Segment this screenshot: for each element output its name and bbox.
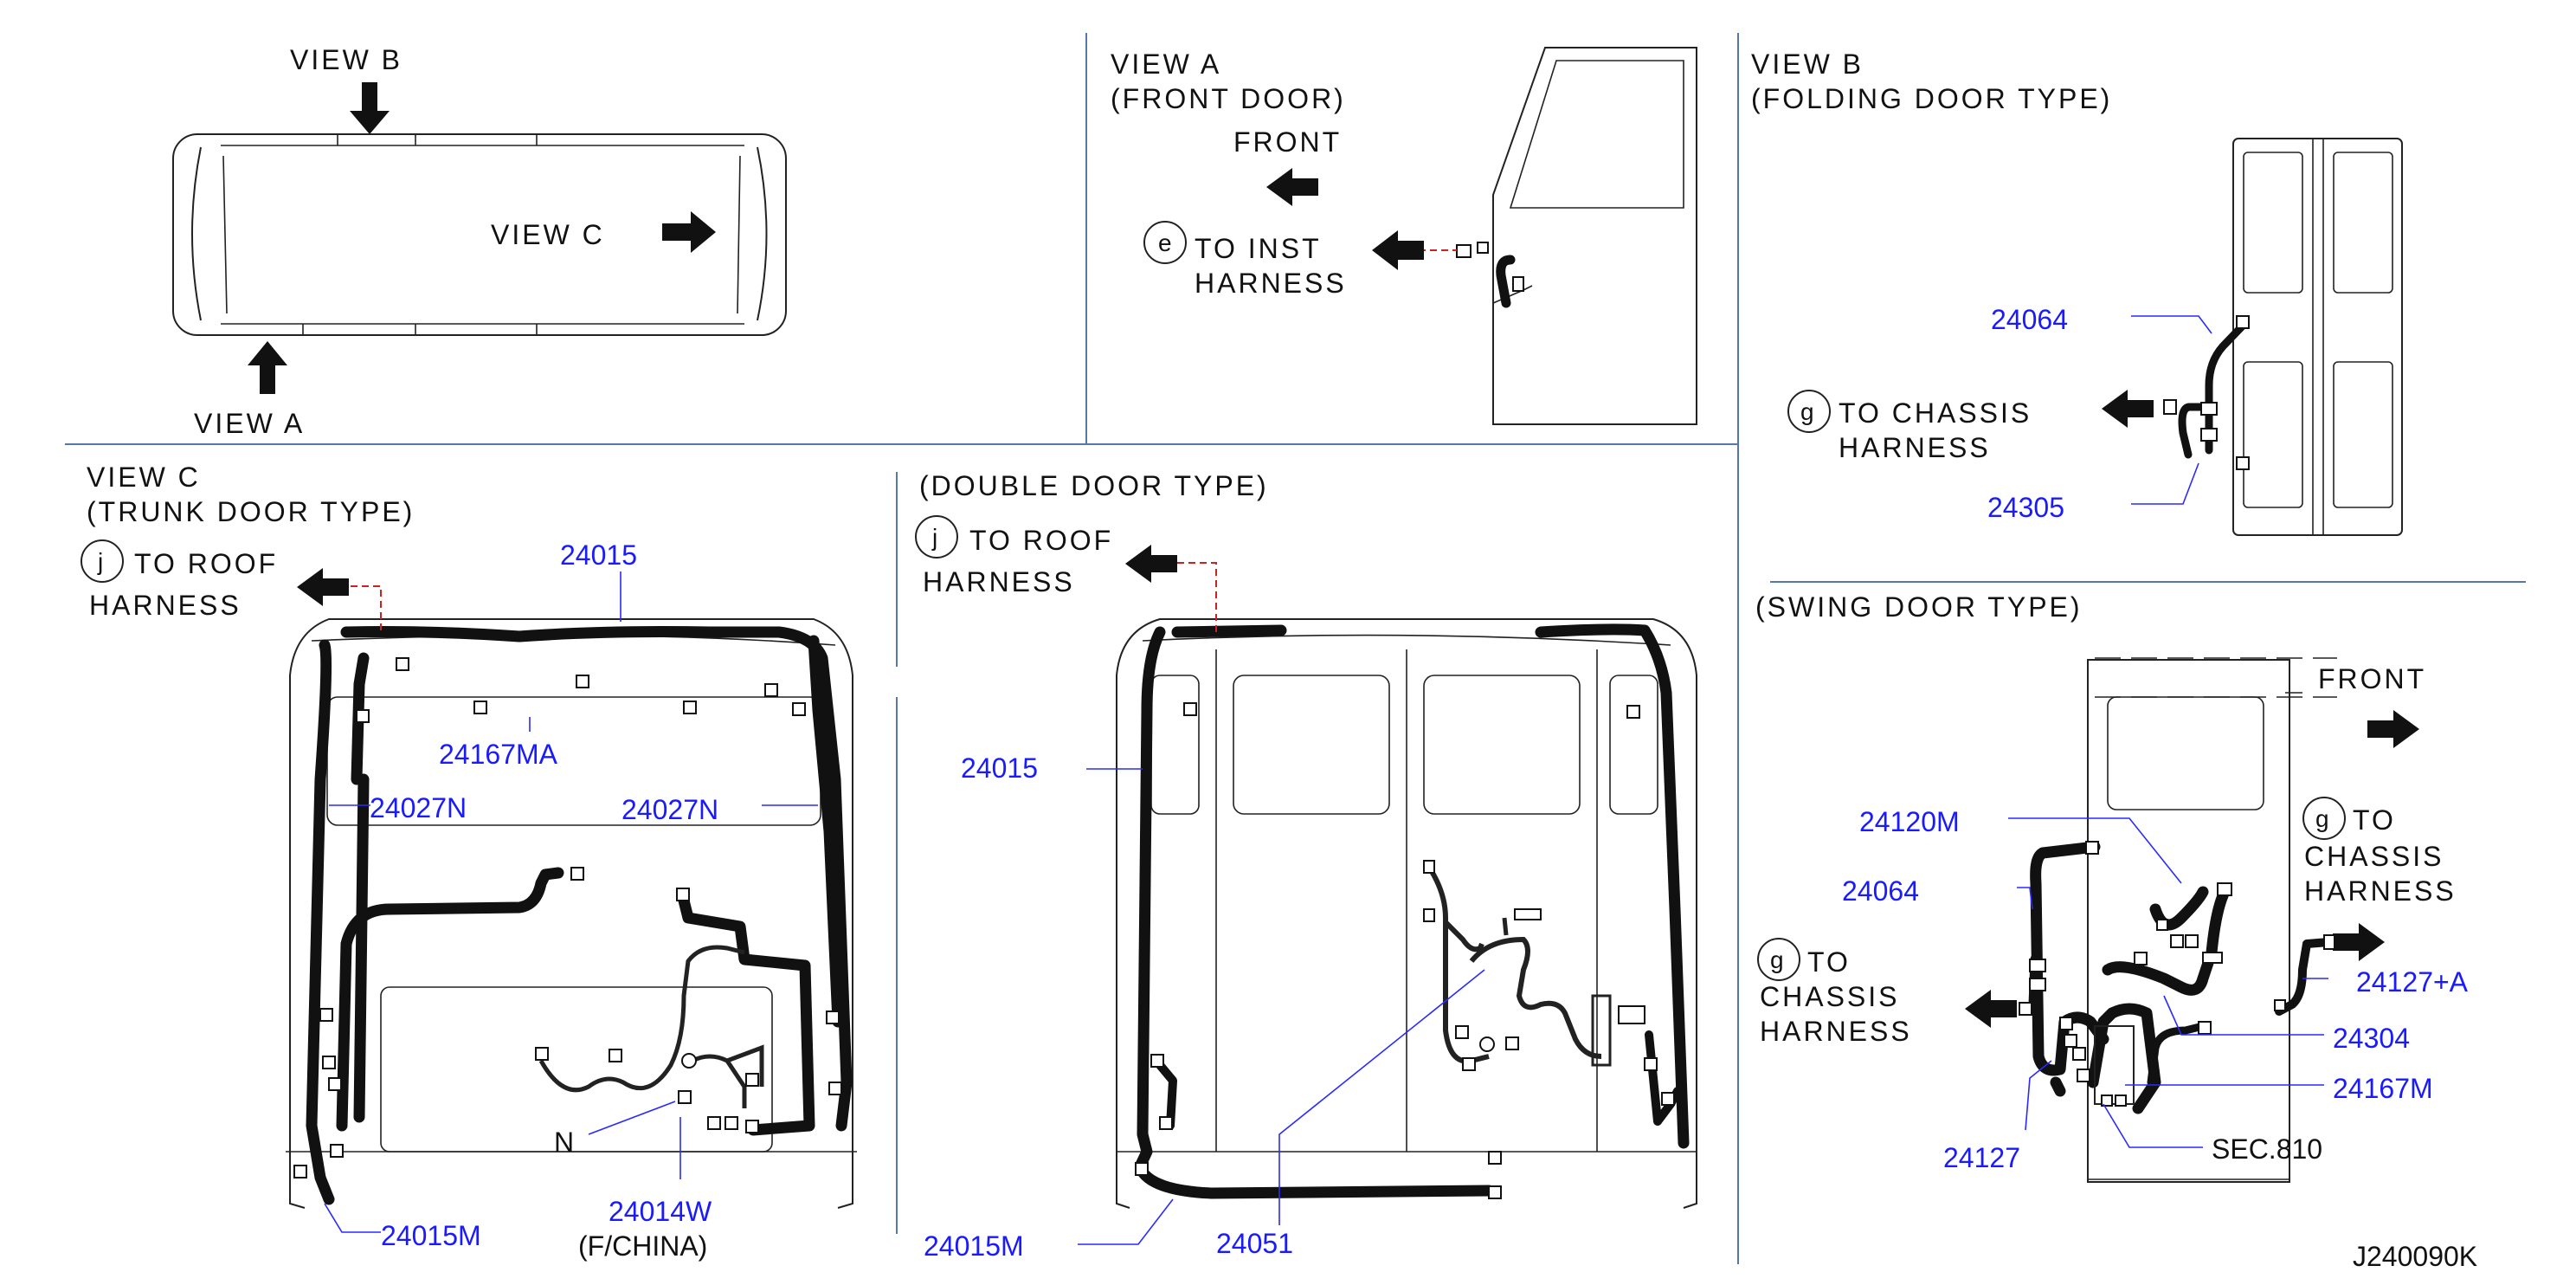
view-b-label: VIEW B bbox=[290, 44, 402, 75]
connector-g-letter-l: g bbox=[1770, 946, 1784, 973]
part-24120m: 24120M bbox=[1859, 806, 1960, 837]
part-24027n-right: 24027N bbox=[621, 794, 718, 825]
label-f-china: (F/CHINA) bbox=[578, 1230, 707, 1262]
front-label: FRONT bbox=[1233, 126, 1342, 158]
part-24304: 24304 bbox=[2333, 1023, 2410, 1054]
harness-label-l: HARNESS bbox=[1760, 1016, 1912, 1047]
swing-door-drawing bbox=[1965, 657, 2419, 1183]
vehicle-top-view bbox=[172, 82, 787, 394]
to-roof-arrow-double bbox=[1125, 545, 1177, 583]
double-door-title: (DOUBLE DOOR TYPE) bbox=[919, 470, 1269, 501]
to-roof-arrow-c bbox=[297, 568, 349, 606]
to-chassis-arrow-r bbox=[2333, 923, 2385, 961]
view-c-label: VIEW C bbox=[491, 219, 605, 250]
double-door-drawing bbox=[1078, 545, 1697, 1245]
view-b-subtitle: (FOLDING DOOR TYPE) bbox=[1751, 83, 2112, 114]
view-a-subtitle: (FRONT DOOR) bbox=[1111, 83, 1346, 114]
swing-door-title: (SWING DOOR TYPE) bbox=[1755, 591, 2083, 623]
connector-g-letter-r: g bbox=[2315, 805, 2329, 832]
front-label-swing: FRONT bbox=[2318, 663, 2426, 694]
view-b-title: VIEW B bbox=[1751, 48, 1864, 80]
part-24167m: 24167M bbox=[2333, 1073, 2433, 1104]
view-a-title: VIEW A bbox=[1111, 48, 1221, 80]
part-24127: 24127 bbox=[1943, 1142, 2020, 1173]
to-roof-harness-double: HARNESS bbox=[923, 566, 1075, 597]
front-door-drawing bbox=[1266, 47, 1697, 425]
chassis-label-l: CHASSIS bbox=[1760, 981, 1899, 1012]
connector-g-circle-l bbox=[1757, 938, 1800, 981]
to-inst-label: TO INST bbox=[1195, 233, 1322, 264]
label-sec-810: SEC.810 bbox=[2212, 1133, 2322, 1165]
trunk-door-drawing bbox=[286, 568, 857, 1233]
to-roof-harness-c: HARNESS bbox=[89, 590, 242, 621]
to-label-r: TO bbox=[2353, 804, 2396, 836]
connector-g-circle-r bbox=[2302, 797, 2346, 840]
chassis-label-r: CHASSIS bbox=[2304, 841, 2444, 872]
connector-g-circle-b bbox=[1787, 390, 1831, 433]
to-label-l: TO bbox=[1807, 946, 1851, 978]
to-chassis-arrow-l bbox=[1965, 990, 2017, 1028]
connector-e-letter: e bbox=[1158, 229, 1172, 256]
view-c-title: VIEW C bbox=[87, 462, 201, 493]
part-24015m-double: 24015M bbox=[924, 1230, 1024, 1262]
connector-j-letter-c: j bbox=[97, 548, 103, 575]
to-inst-arrow bbox=[1372, 230, 1424, 270]
to-chassis-arrow-b bbox=[2102, 390, 2154, 428]
part-24015-double: 24015 bbox=[961, 752, 1038, 784]
folding-door-drawing bbox=[2102, 138, 2403, 536]
to-chassis-label-b: TO CHASSIS bbox=[1839, 397, 2032, 429]
panel-dividers bbox=[65, 33, 2526, 1264]
to-roof-label-c: TO ROOF bbox=[134, 548, 278, 579]
part-24064-swing: 24064 bbox=[1842, 875, 1919, 907]
part-24015m-c: 24015M bbox=[381, 1220, 481, 1251]
to-inst-harness-label: HARNESS bbox=[1195, 268, 1347, 299]
part-24014w: 24014W bbox=[609, 1196, 712, 1227]
to-chassis-harness-b: HARNESS bbox=[1839, 432, 1991, 463]
harness-label-r: HARNESS bbox=[2304, 875, 2457, 907]
part-24064-b: 24064 bbox=[1991, 304, 2068, 335]
connector-j-circle-c bbox=[80, 539, 124, 583]
to-roof-label-double: TO ROOF bbox=[969, 525, 1113, 556]
view-b-arrow bbox=[350, 82, 390, 134]
part-24127a: 24127+A bbox=[2356, 966, 2469, 998]
front-arrow bbox=[1266, 168, 1318, 206]
connector-e-circle bbox=[1143, 221, 1187, 264]
part-24305: 24305 bbox=[1987, 492, 2064, 523]
view-a-arrow bbox=[248, 341, 287, 394]
connector-j-letter-double: j bbox=[931, 524, 937, 551]
diagram-code: J240090K bbox=[2353, 1241, 2477, 1272]
part-24027n-left: 24027N bbox=[370, 792, 467, 823]
part-24015-c: 24015 bbox=[560, 539, 637, 571]
part-24167ma: 24167MA bbox=[439, 739, 558, 770]
part-24051: 24051 bbox=[1216, 1228, 1293, 1259]
view-c-arrow bbox=[662, 211, 716, 253]
connector-j-circle-double bbox=[915, 515, 958, 559]
connector-g-letter-b: g bbox=[1800, 398, 1814, 425]
label-n: N bbox=[554, 1127, 576, 1158]
front-arrow-swing bbox=[2367, 710, 2419, 748]
view-c-subtitle: (TRUNK DOOR TYPE) bbox=[87, 496, 415, 527]
view-a-label: VIEW A bbox=[194, 408, 305, 439]
